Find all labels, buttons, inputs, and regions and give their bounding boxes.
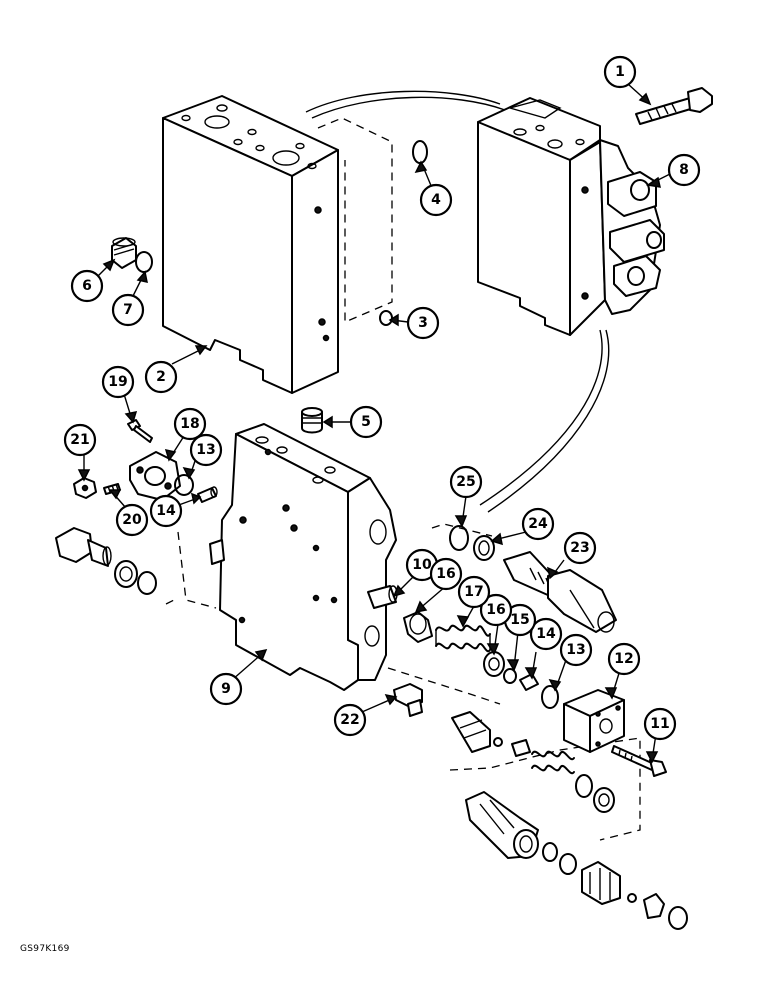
svg-text:15: 15 — [510, 612, 529, 628]
svg-text:14: 14 — [156, 503, 176, 519]
bolt-19 — [127, 419, 153, 443]
fitting-left — [55, 527, 112, 567]
svg-text:24: 24 — [528, 516, 548, 532]
callout-7: 7 — [111, 293, 145, 327]
washer-left — [114, 560, 138, 588]
cartridge-23 — [503, 551, 617, 633]
bolt — [635, 87, 713, 125]
callout-12: 12 — [607, 642, 641, 676]
spring-parts — [403, 611, 559, 709]
callout-2: 2 — [144, 360, 178, 394]
svg-text:16: 16 — [486, 602, 505, 618]
callout-18: 18 — [173, 407, 207, 441]
callout-11: 11 — [643, 707, 677, 741]
callout-22: 22 — [333, 703, 367, 737]
callout-9: 9 — [209, 672, 243, 706]
arrowheads — [77, 92, 661, 764]
svg-text:17: 17 — [464, 584, 483, 600]
figure-reference-code: GS97K169 — [20, 944, 70, 954]
svg-text:23: 23 — [570, 540, 589, 556]
callout-13b: 13 — [559, 633, 593, 667]
svg-text:21: 21 — [70, 432, 89, 448]
flange-18 — [129, 451, 181, 501]
washer-24 — [473, 535, 495, 561]
callout-23: 23 — [563, 531, 597, 565]
callout-5: 5 — [349, 405, 383, 439]
svg-text:25: 25 — [456, 474, 475, 490]
svg-text:2: 2 — [156, 369, 166, 385]
callout-10: 10 — [405, 548, 439, 582]
fitting-14-left — [197, 486, 218, 503]
callout-14b: 14 — [529, 617, 563, 651]
svg-text:14: 14 — [536, 626, 556, 642]
callout-13a: 13 — [189, 433, 223, 467]
svg-text:20: 20 — [122, 512, 142, 528]
svg-text:13: 13 — [566, 642, 585, 658]
svg-text:5: 5 — [361, 414, 371, 430]
o-ring-13-left — [174, 474, 194, 496]
callout-25: 25 — [449, 465, 483, 499]
svg-text:22: 22 — [340, 712, 359, 728]
callout-3: 3 — [406, 306, 440, 340]
callout-1: 1 — [603, 55, 637, 89]
callout-15: 15 — [503, 603, 537, 637]
svg-text:11: 11 — [650, 716, 669, 732]
svg-text:13: 13 — [196, 442, 215, 458]
callout-6: 6 — [70, 269, 104, 303]
nut-21 — [73, 477, 97, 499]
callout-19: 19 — [101, 365, 135, 399]
o-ring-25 — [449, 525, 469, 551]
callout-20: 20 — [115, 503, 149, 537]
svg-text:7: 7 — [123, 302, 133, 318]
svg-text:19: 19 — [108, 374, 127, 390]
plug-5 — [301, 407, 323, 434]
svg-text:4: 4 — [431, 192, 441, 208]
svg-text:8: 8 — [679, 162, 689, 178]
svg-text:9: 9 — [221, 681, 231, 697]
plug-22 — [393, 683, 423, 717]
callout-24: 24 — [521, 507, 555, 541]
callout-8: 8 — [667, 153, 701, 187]
callout-4: 4 — [419, 183, 453, 217]
o-ring-4 — [412, 140, 428, 164]
svg-text:6: 6 — [82, 278, 92, 294]
svg-text:16: 16 — [436, 566, 455, 582]
callout-16b: 16 — [479, 593, 513, 627]
plug-6 — [111, 237, 137, 269]
svg-text:3: 3 — [418, 315, 428, 331]
bolt-11 — [611, 745, 667, 777]
svg-text:1: 1 — [615, 64, 625, 80]
o-ring-3 — [379, 310, 393, 326]
valve-body-right — [477, 97, 665, 336]
svg-text:10: 10 — [412, 557, 432, 573]
callout-16a: 16 — [429, 557, 463, 591]
ring-7 — [135, 251, 153, 273]
svg-text:18: 18 — [180, 416, 199, 432]
block-12 — [563, 689, 625, 753]
callout-21: 21 — [63, 423, 97, 457]
o-ring-left — [137, 571, 157, 595]
section-body — [209, 423, 398, 691]
bottom-sleeve — [581, 861, 621, 905]
bottom-fitting — [465, 791, 539, 859]
svg-text:12: 12 — [614, 651, 633, 667]
lower-cartridge — [451, 711, 615, 813]
callout-17: 17 — [457, 575, 491, 609]
valve-body-left — [162, 95, 393, 394]
callout-14a: 14 — [149, 494, 183, 528]
